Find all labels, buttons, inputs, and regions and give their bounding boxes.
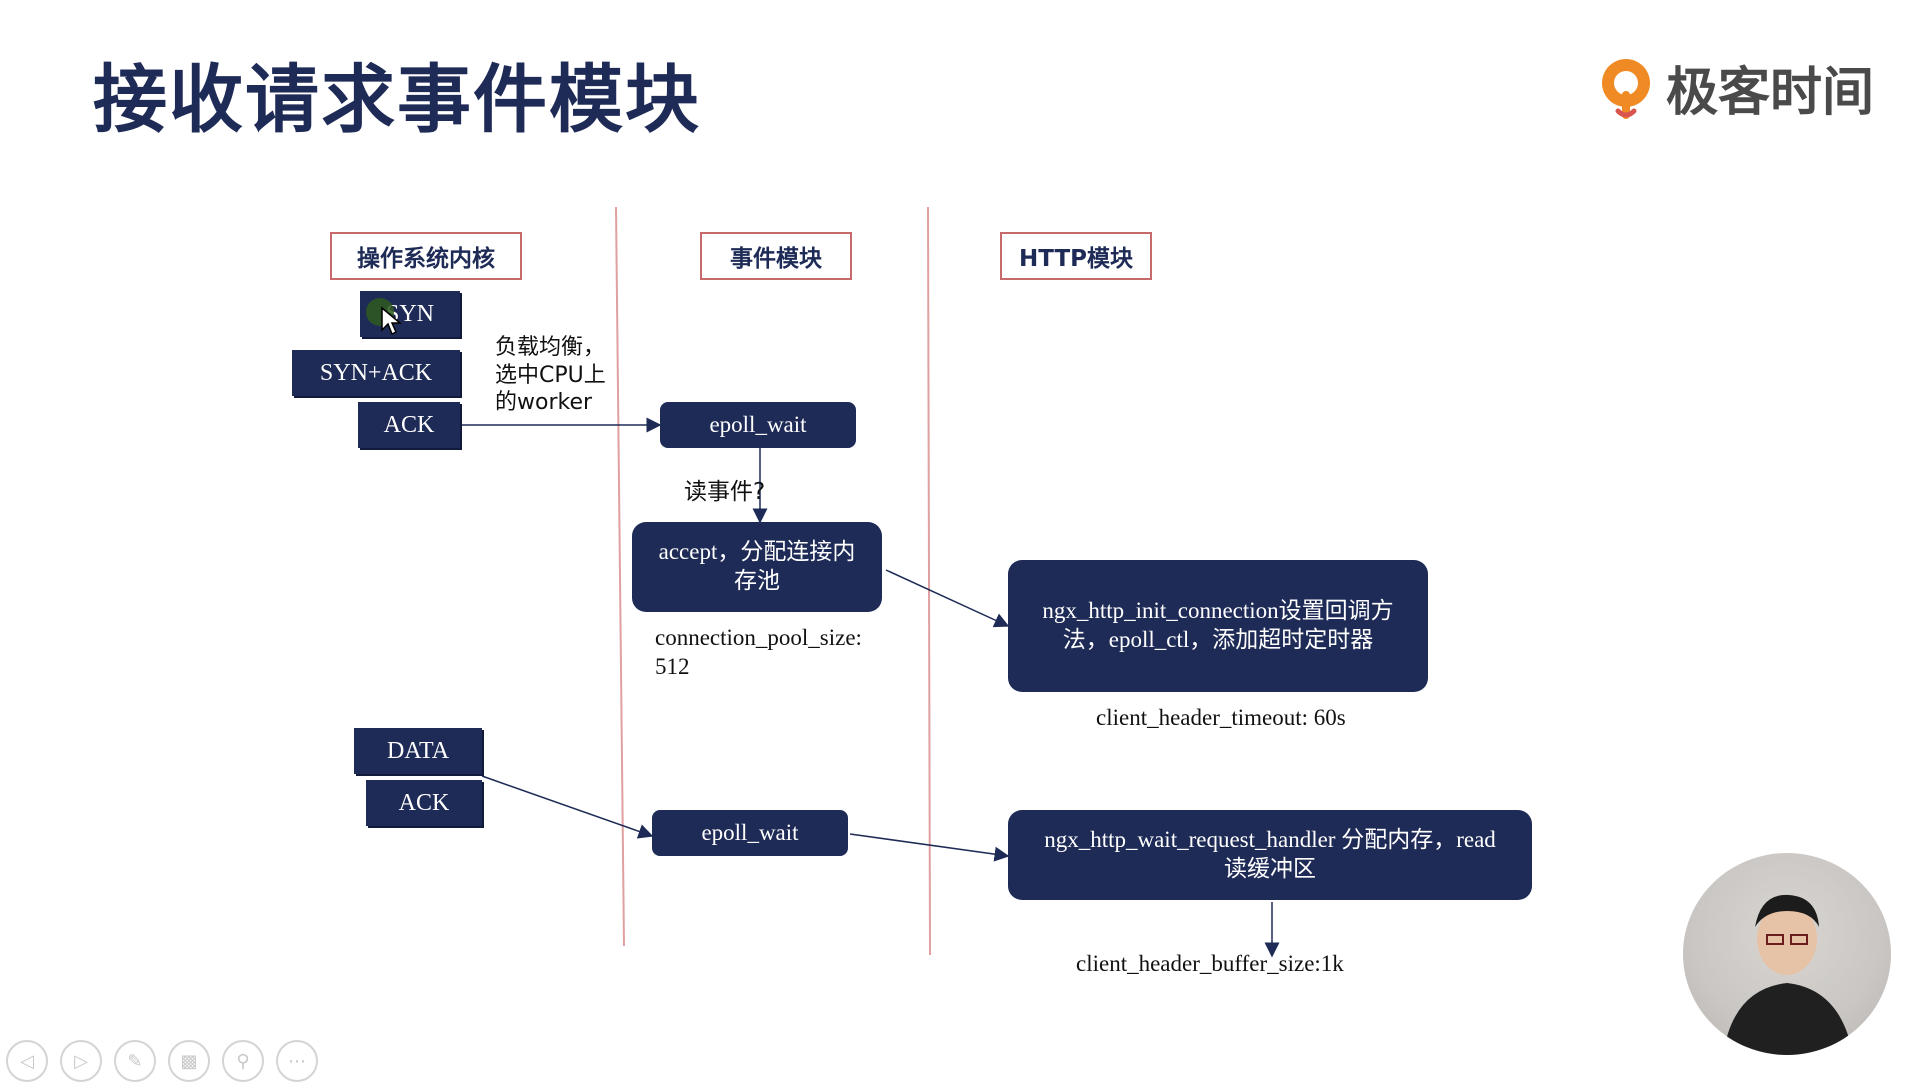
- presenter-video: [1683, 853, 1891, 1055]
- arrow-accept-to-init: [885, 569, 1010, 628]
- packet-ack: ACK: [358, 402, 460, 448]
- node-init-connection: ngx_http_init_connection设置回调方 法，epoll_ct…: [1008, 560, 1428, 692]
- node-accept-line2: 存池: [734, 568, 780, 593]
- column-event: 事件模块: [700, 232, 852, 280]
- page-title: 接收请求事件模块: [93, 57, 701, 143]
- node-wait-request-line1: ngx_http_wait_request_handler 分配内存，read: [1044, 827, 1496, 853]
- divider-left: [615, 206, 625, 947]
- note-load-balance: 负载均衡， 选中CPU上 的worker: [495, 334, 606, 417]
- note-load-balance-line1: 负载均衡，: [495, 335, 606, 360]
- node-init-connection-line1: ngx_http_init_connection设置回调方: [1042, 598, 1394, 624]
- node-epoll-wait: epoll_wait: [660, 402, 856, 448]
- slides-icon[interactable]: ▩: [168, 1040, 210, 1082]
- node-accept: accept，分配连接内 存池: [632, 522, 882, 612]
- column-kernel: 操作系统内核: [330, 232, 522, 280]
- next-icon[interactable]: ▷: [60, 1040, 102, 1082]
- note-header-buffer: client_header_buffer_size:1k: [1076, 951, 1344, 976]
- packet-synack: SYN+ACK: [292, 350, 460, 396]
- zoom-icon[interactable]: ⚲: [222, 1040, 264, 1082]
- note-pool-size: connection_pool_size: 512: [655, 624, 862, 682]
- note-load-balance-line3: 的worker: [495, 390, 593, 415]
- slide-toolbar: ◁ ▷ ✎ ▩ ⚲ ⋯: [6, 1040, 318, 1082]
- prev-icon[interactable]: ◁: [6, 1040, 48, 1082]
- divider-right: [927, 206, 931, 956]
- node-init-connection-line2: 法，epoll_ctl，添加超时定时器: [1062, 627, 1374, 652]
- arrow-data-to-epoll: [481, 775, 654, 839]
- more-icon[interactable]: ⋯: [276, 1040, 318, 1082]
- geektime-logo-icon: [1602, 58, 1650, 119]
- node-wait-request-line2: 读缓冲区: [1224, 856, 1316, 881]
- note-header-timeout: client_header_timeout: 60s: [1096, 705, 1346, 730]
- note-pool-size-line2: 512: [655, 653, 690, 679]
- node-epoll-wait-2: epoll_wait: [652, 810, 848, 856]
- node-wait-request-handler: ngx_http_wait_request_handler 分配内存，read …: [1008, 810, 1532, 900]
- packet-data: DATA: [354, 728, 482, 774]
- packet-ack-2: ACK: [366, 780, 482, 826]
- note-read-event: 读事件?: [684, 479, 766, 505]
- column-http: HTTP模块: [1000, 232, 1152, 280]
- note-pool-size-line1: connection_pool_size:: [655, 625, 862, 650]
- brand: 极客时间: [1596, 50, 1874, 125]
- node-accept-line1: accept，分配连接内: [658, 539, 856, 565]
- arrow-epoll-to-wait: [849, 833, 1010, 862]
- note-load-balance-line2: 选中CPU上: [495, 362, 606, 388]
- brand-name: 极客时间: [1666, 63, 1875, 123]
- pen-icon[interactable]: ✎: [114, 1040, 156, 1082]
- mouse-pointer-icon: [381, 306, 402, 336]
- presenter-icon: [1723, 894, 1853, 1055]
